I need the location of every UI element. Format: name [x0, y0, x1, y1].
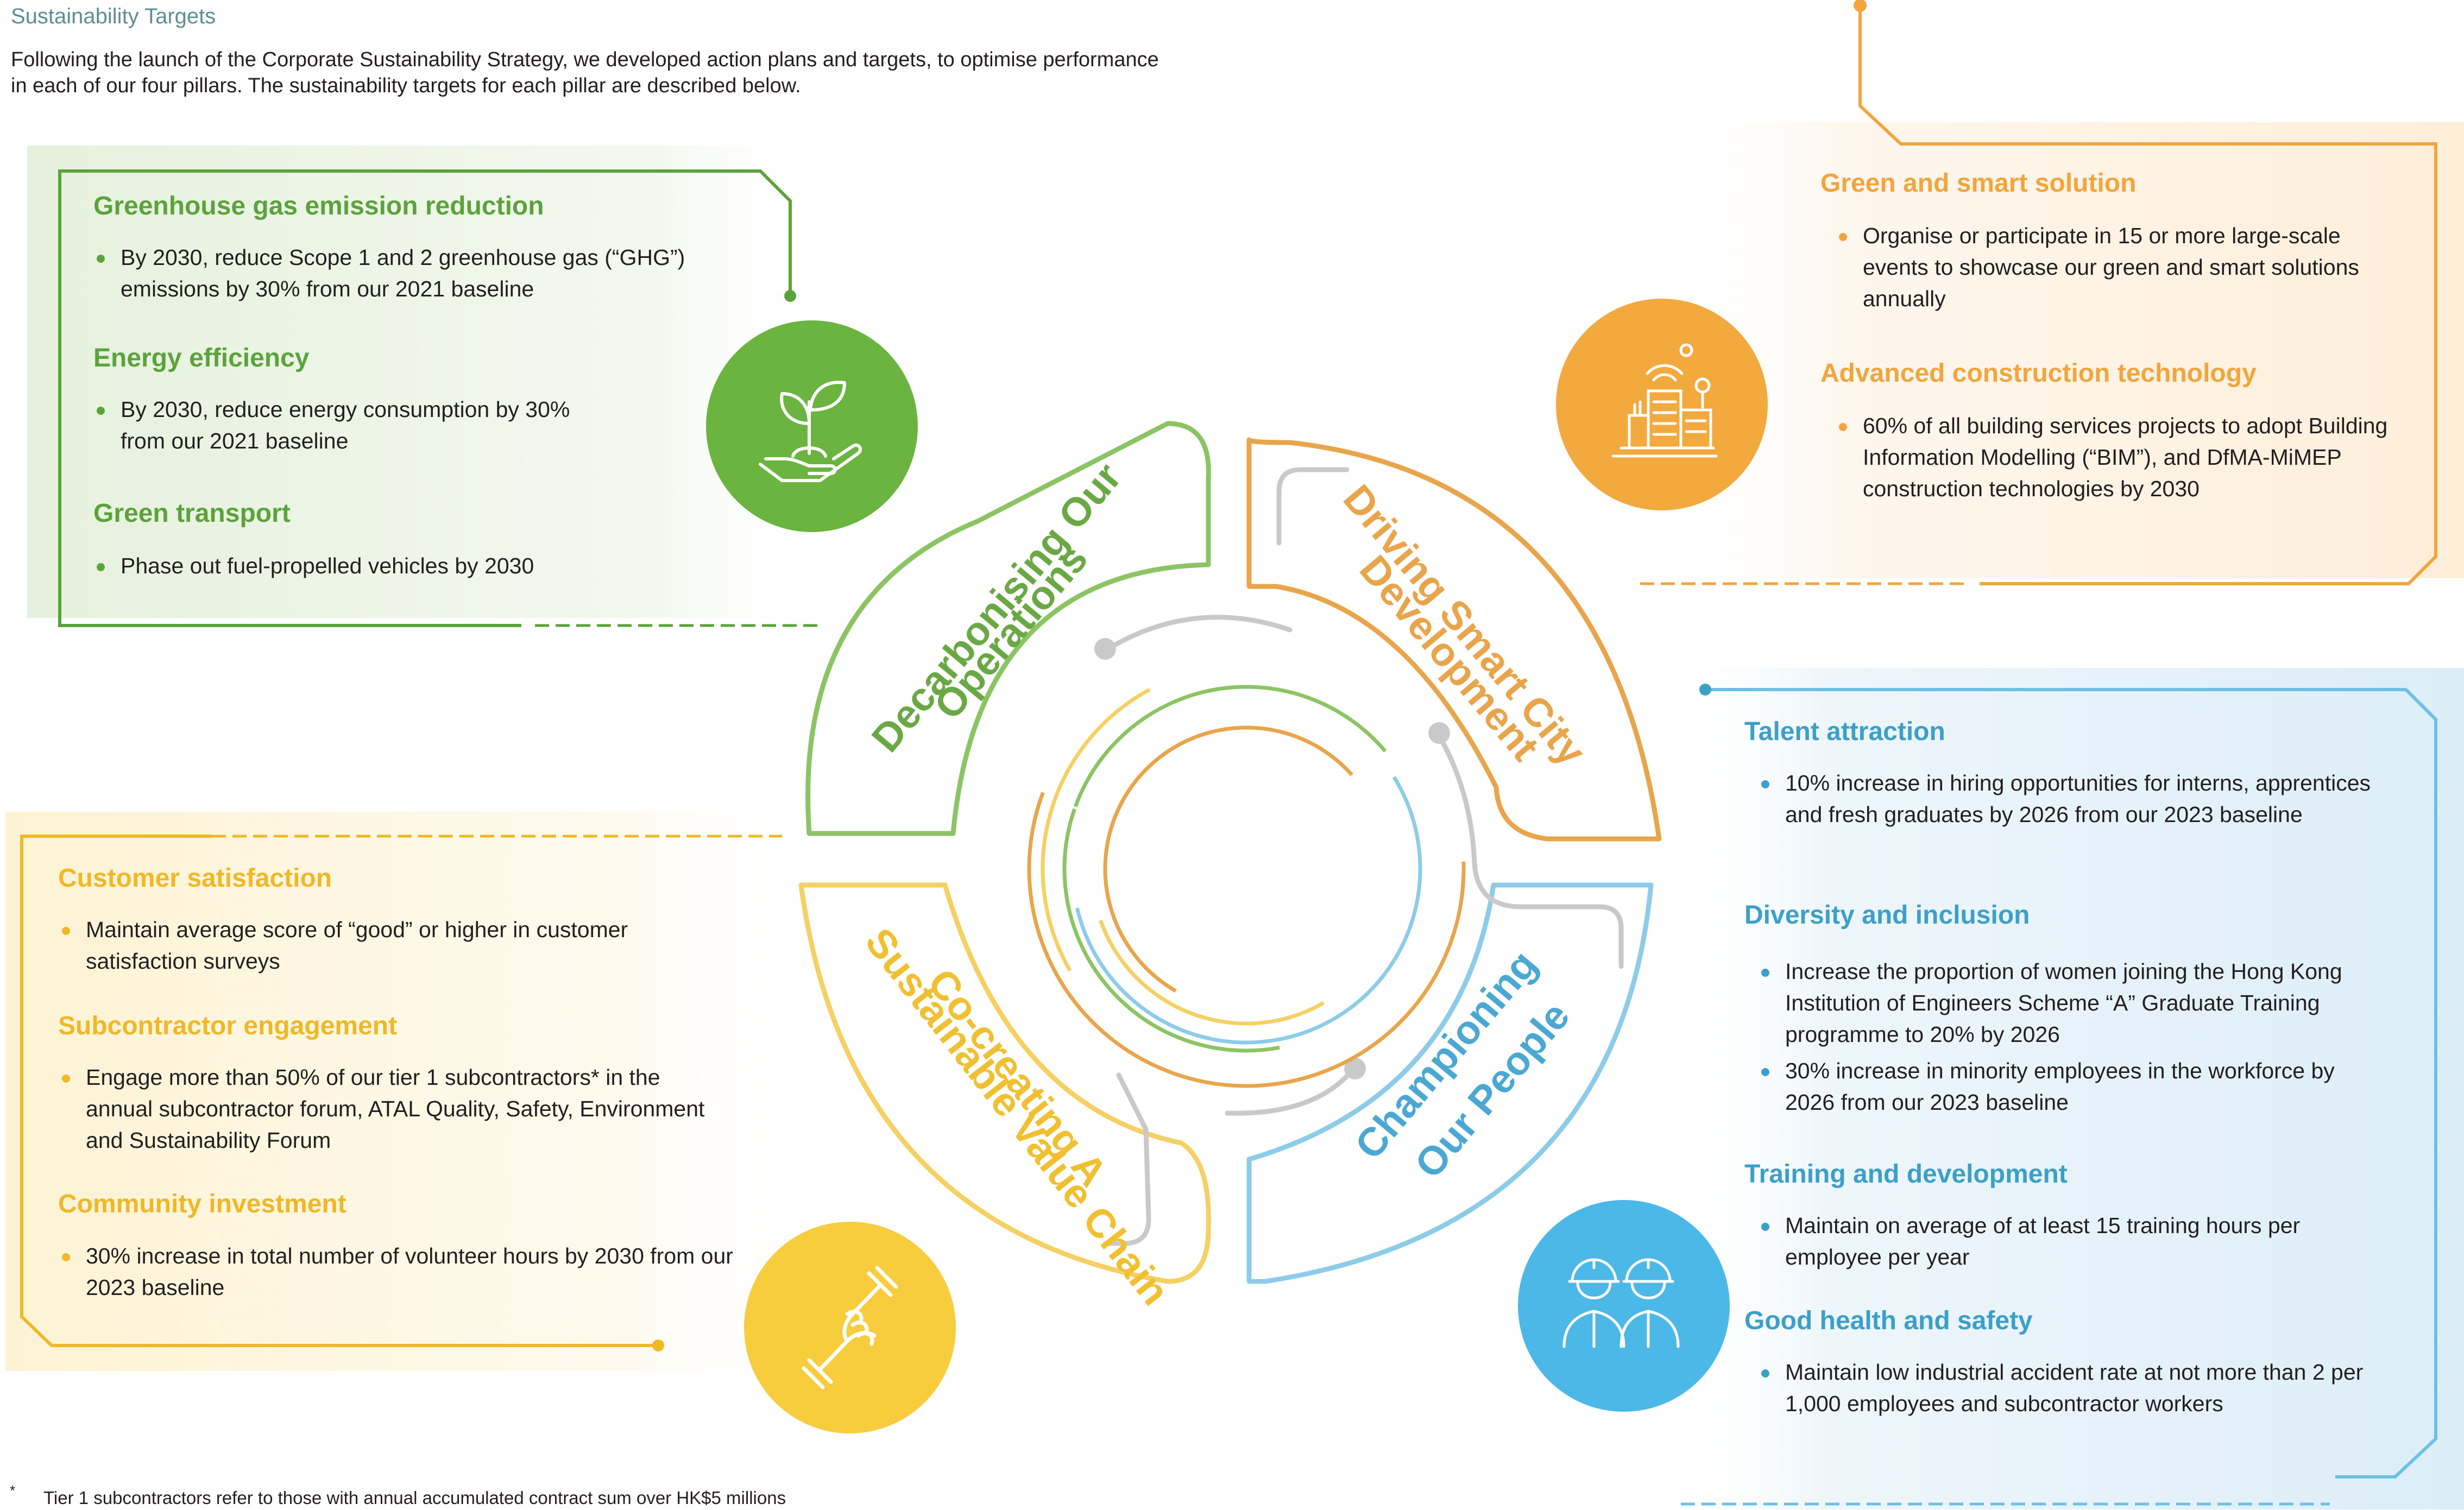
section-title-transport: Green transport [93, 499, 291, 528]
panel-orange [1684, 122, 2464, 578]
bullet-energy: By 2030, reduce energy consumption by 30… [97, 394, 598, 457]
bullet-construction: 60% of all building services projects to… [1839, 410, 2395, 504]
section-title-talent: Talent attraction [1744, 717, 1945, 746]
bullet-subcontractor: Engage more than 50% of our tier 1 subco… [62, 1062, 710, 1156]
bullet-diversity-minority: 30% increase in minority employees in th… [1761, 1055, 2372, 1118]
bullet-diversity-women: Increase the proportion of women joining… [1761, 956, 2426, 1050]
section-title-ghg: Greenhouse gas emission reduction [93, 192, 544, 220]
bullet-training: Maintain on average of at least 15 train… [1761, 1210, 2355, 1273]
section-title-health: Good health and safety [1744, 1306, 2033, 1335]
handshake-icon [802, 1266, 898, 1389]
plant-in-hand-icon [759, 381, 862, 482]
footnote-mark: * [10, 1482, 16, 1499]
bullet-transport: Phase out fuel-propelled vehicles by 203… [97, 550, 718, 582]
section-title-training: Training and development [1744, 1160, 2068, 1189]
panel-blue [1667, 668, 2464, 1509]
bullet-green-smart: Organise or participate in 15 or more la… [1839, 220, 2373, 314]
section-title-energy: Energy efficiency [93, 344, 310, 372]
section-title-community: Community investment [58, 1190, 346, 1218]
section-title-subcontractor: Subcontractor engagement [58, 1012, 398, 1040]
label-decarbonising-line1: Decarbonising Our [863, 454, 1130, 761]
bullet-community: 30% increase in total number of voluntee… [62, 1240, 738, 1303]
section-title-customer: Customer satisfaction [58, 864, 332, 893]
bullet-ghg: By 2030, reduce Scope 1 and 2 greenhouse… [97, 242, 767, 305]
section-title-green-smart: Green and smart solution [1820, 169, 2137, 198]
workers-helmet-icon [1562, 1258, 1680, 1348]
panel-green [27, 146, 815, 618]
smart-city-icon [1611, 343, 1718, 458]
bullet-health: Maintain low industrial accident rate at… [1761, 1356, 2410, 1419]
pillar-wheel [798, 421, 1662, 1284]
intro-paragraph: Following the launch of the Corporate Su… [11, 48, 1159, 97]
page-title: Sustainability Targets [11, 4, 216, 28]
bullet-talent: 10% increase in hiring opportunities for… [1761, 767, 2383, 830]
footnote: Tier 1 subcontractors refer to those wit… [43, 1488, 786, 1508]
section-title-diversity: Diversity and inclusion [1744, 901, 2030, 930]
label-smart-city-line1: Driving Smart City [1335, 476, 1595, 774]
panel-yellow [5, 812, 787, 1371]
section-title-construction: Advanced construction technology [1820, 359, 2257, 388]
bullet-customer: Maintain average score of “good” or high… [62, 914, 738, 977]
